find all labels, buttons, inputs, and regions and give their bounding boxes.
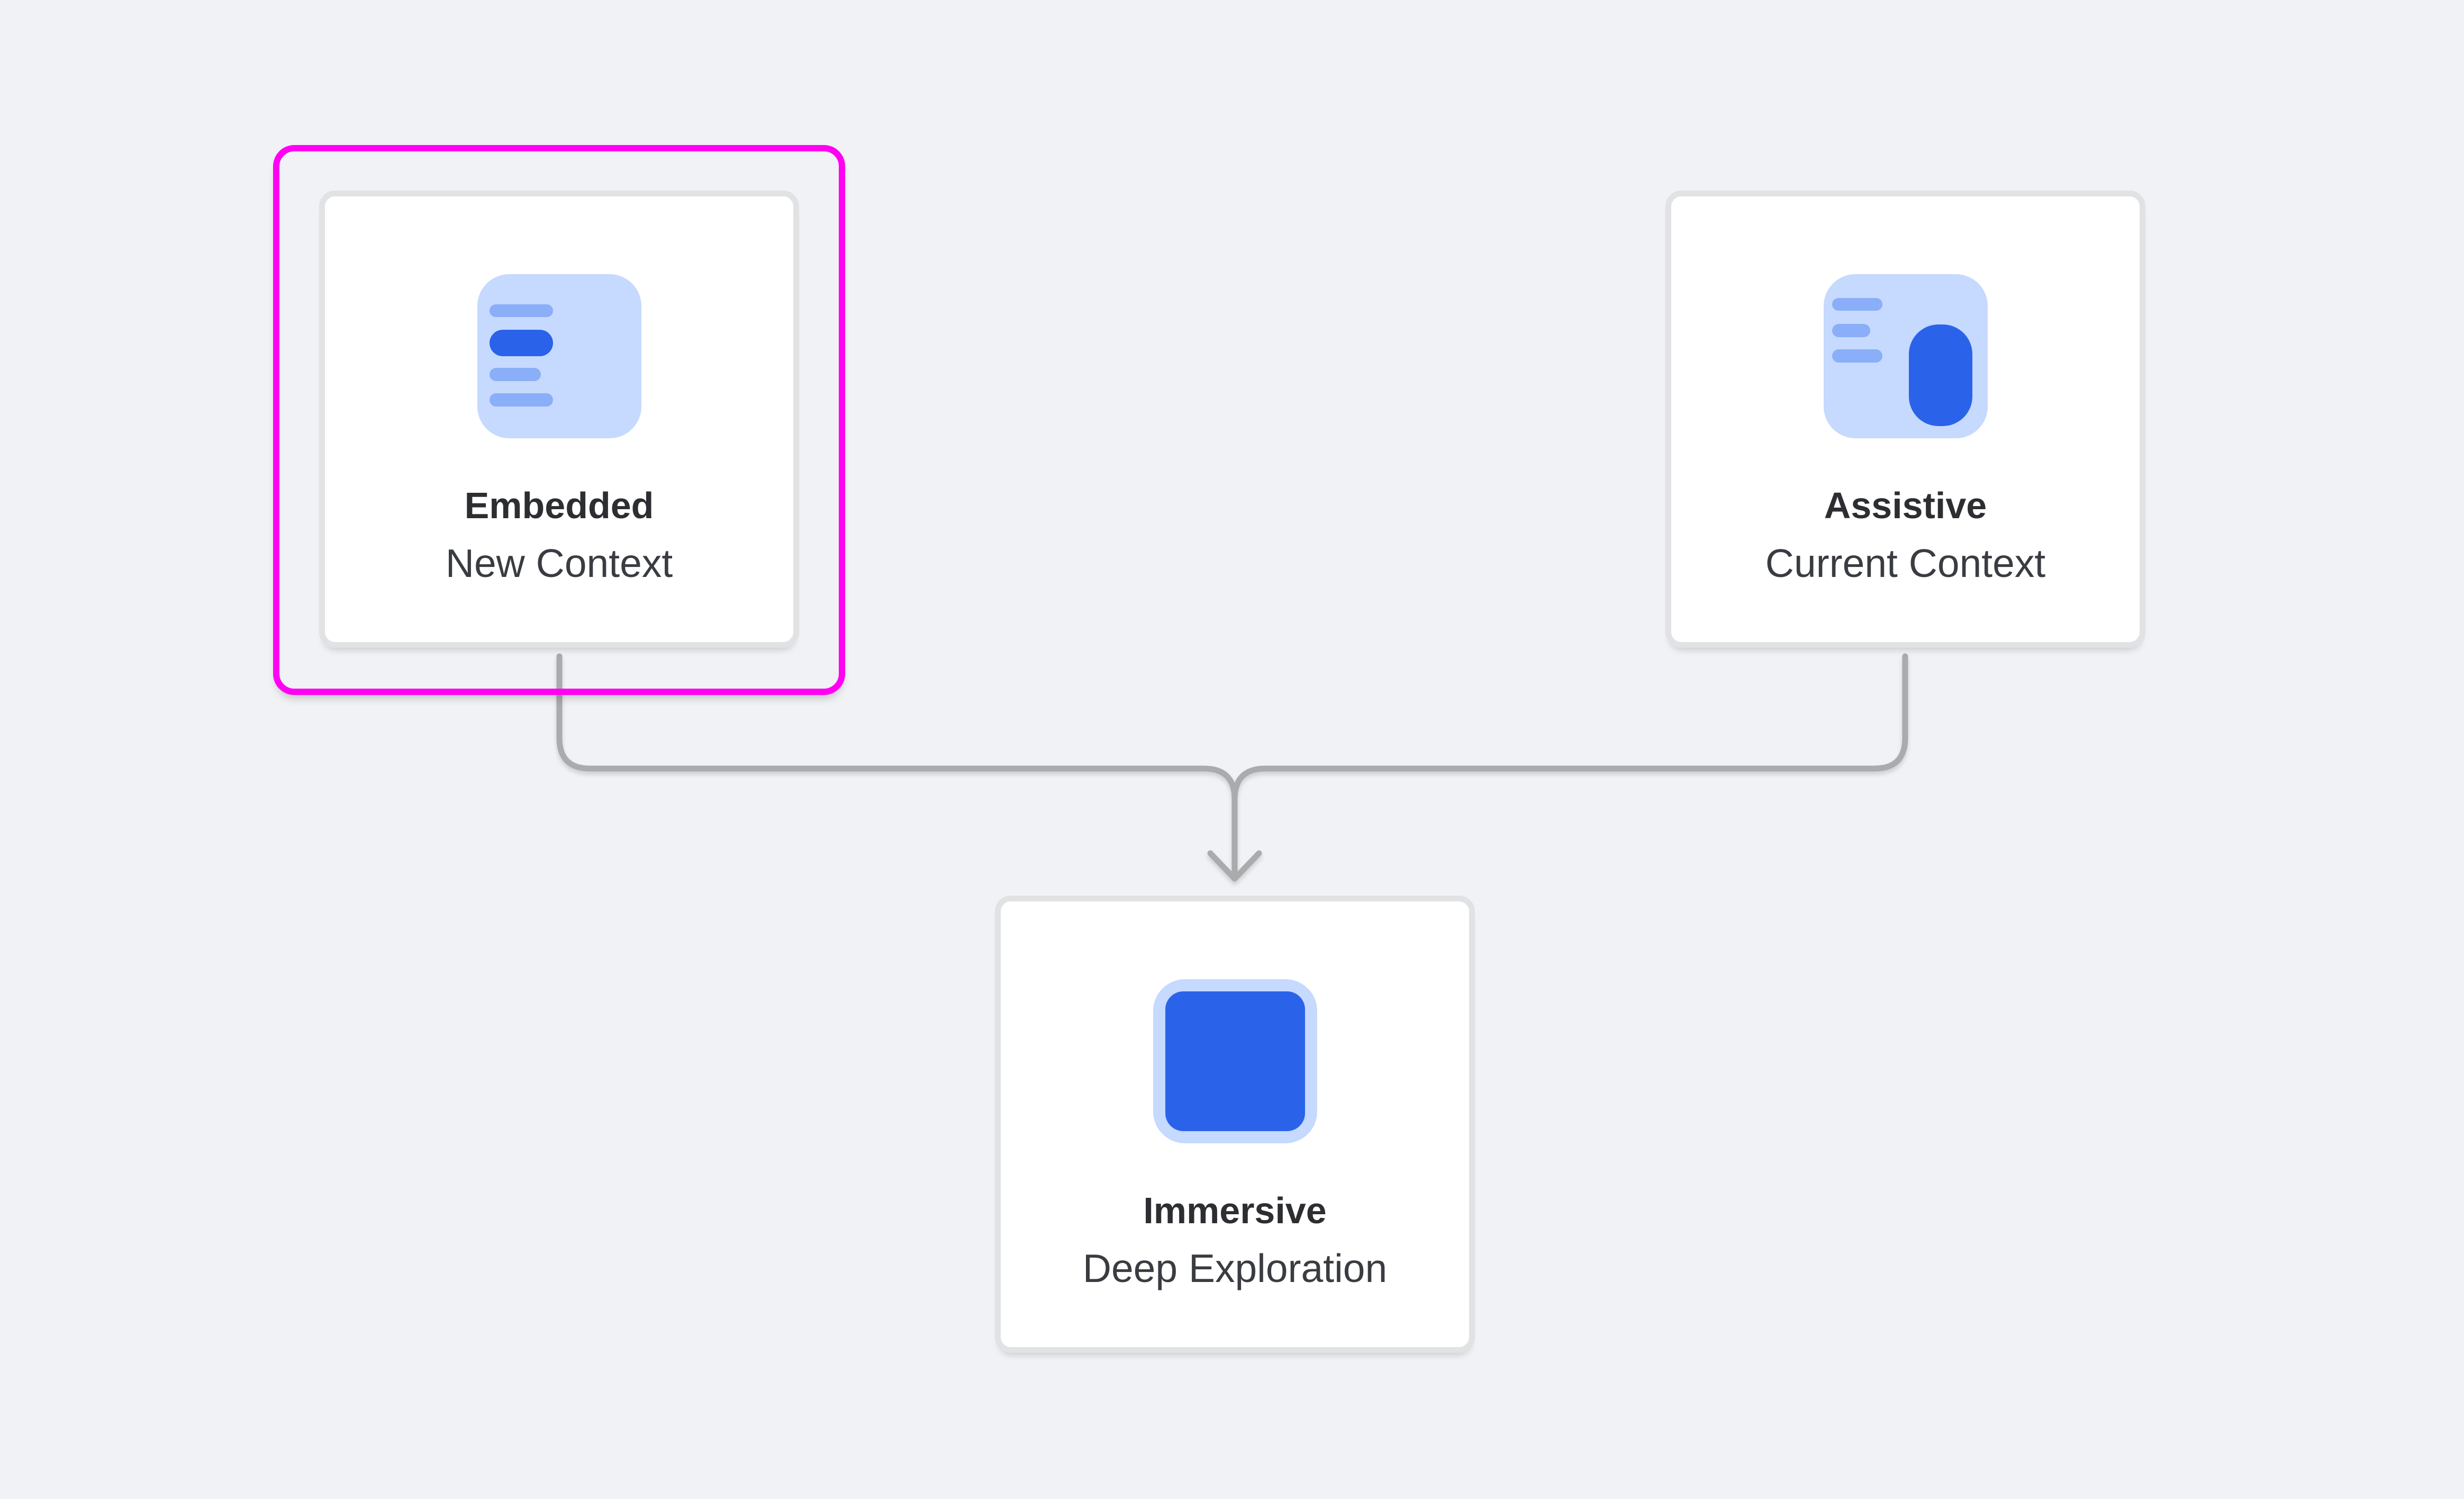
icon-line xyxy=(1832,324,1870,337)
selection-ring xyxy=(273,145,845,695)
node-subtitle: Current Context xyxy=(1765,541,2046,585)
edge-assistive-to-immersive xyxy=(1231,653,1908,802)
icon-panel-block xyxy=(1908,324,1972,426)
node-subtitle: Deep Exploration xyxy=(1082,1246,1388,1290)
arrowhead-icon xyxy=(1207,850,1262,882)
icon-line xyxy=(489,393,553,407)
node-title: Immersive xyxy=(1143,1190,1327,1231)
node-immersive[interactable]: Immersive Deep Exploration xyxy=(995,896,1475,1353)
icon-line xyxy=(1832,349,1882,363)
edge-embedded-to-immersive xyxy=(556,653,1238,878)
node-title: Embedded xyxy=(464,485,654,526)
node-title: Assistive xyxy=(1824,485,1987,526)
document-text-icon xyxy=(477,274,641,438)
icon-line xyxy=(489,368,541,381)
icon-fill-block xyxy=(1165,991,1305,1131)
node-subtitle: New Context xyxy=(445,541,673,585)
side-panel-icon xyxy=(1823,274,1988,438)
icon-line xyxy=(1832,298,1882,311)
node-assistive[interactable]: Assistive Current Context xyxy=(1665,191,2145,648)
node-embedded[interactable]: Embedded New Context xyxy=(319,191,799,648)
filled-square-icon xyxy=(1153,979,1317,1143)
icon-line xyxy=(489,304,553,317)
icon-highlight-line xyxy=(489,330,553,356)
